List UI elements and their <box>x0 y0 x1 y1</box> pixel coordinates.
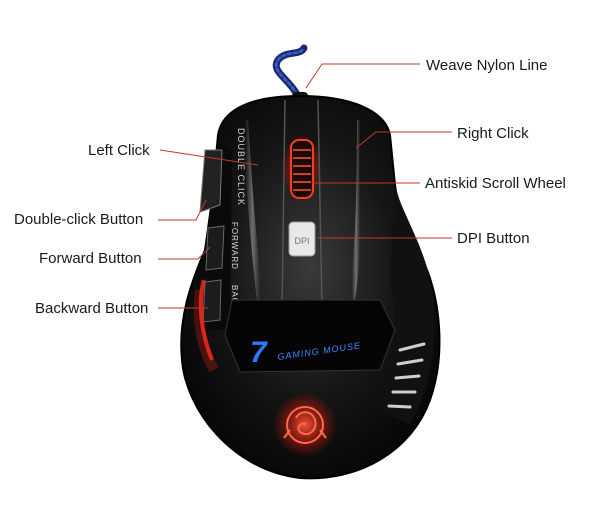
brand-number: 7 <box>250 336 268 369</box>
label-antiskid-scroll-wheel: Antiskid Scroll Wheel <box>425 175 566 192</box>
dragon-logo-icon <box>283 406 327 444</box>
back-print: BACK <box>230 285 239 311</box>
label-backward-button: Backward Button <box>35 300 149 317</box>
double-click-print: DOUBLE CLICK <box>236 128 246 206</box>
dpi-button-shape <box>288 221 316 257</box>
label-double-click-button: Double-click Button <box>14 211 144 228</box>
label-dpi-button: DPI Button <box>457 230 530 247</box>
label-right-click: Right Click <box>457 125 529 142</box>
label-forward-button: Forward Button <box>39 250 142 267</box>
dpi-print: DPI <box>294 236 309 246</box>
forward-print: FORWARD <box>230 222 239 270</box>
double-click-side-button <box>199 149 223 213</box>
label-left-click: Left Click <box>88 142 150 159</box>
forward-side-button <box>205 225 225 271</box>
scroll-wheel <box>290 139 314 199</box>
label-weave-nylon-line: Weave Nylon Line <box>426 57 548 74</box>
backward-side-button <box>202 279 222 323</box>
